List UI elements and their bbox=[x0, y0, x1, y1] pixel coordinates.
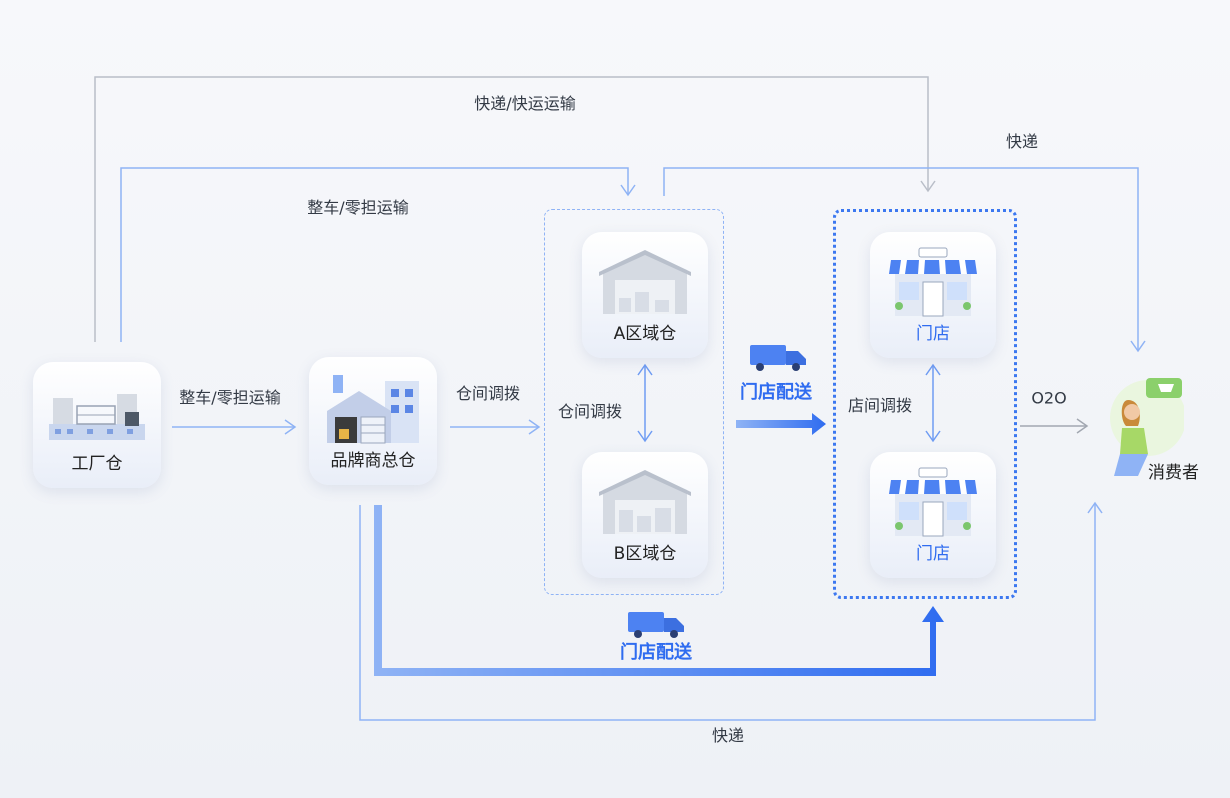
transfer-out-label: 仓间调拨 bbox=[455, 384, 521, 403]
store-icon bbox=[889, 247, 977, 317]
ftl-ltl-upper-arrowhead bbox=[620, 184, 636, 197]
express-freight-arrowhead bbox=[920, 180, 936, 193]
store-top-label: 门店 bbox=[916, 324, 950, 344]
brand-hq-node[interactable]: 品牌商总仓 bbox=[309, 357, 437, 485]
o2o-arrowhead bbox=[1076, 418, 1089, 434]
store-top-node[interactable]: 门店 bbox=[870, 232, 996, 358]
consumer-node[interactable]: 消费者 bbox=[1108, 370, 1218, 483]
region-a-node[interactable]: A区域仓 bbox=[582, 232, 708, 358]
express-right-label: 快递 bbox=[1005, 132, 1039, 151]
express-right-route bbox=[663, 167, 1139, 350]
factory-icon bbox=[49, 394, 145, 440]
brand-hq-label: 品牌商总仓 bbox=[330, 451, 416, 471]
region-transfer-arrowhead-down bbox=[637, 430, 653, 443]
ftl-ltl-upper-label: 整车/零担运输 bbox=[307, 198, 409, 217]
warehouse-icon bbox=[599, 470, 691, 534]
o2o-label: O2O bbox=[1031, 388, 1067, 408]
truck-icon bbox=[750, 345, 806, 371]
store-bottom-node[interactable]: 门店 bbox=[870, 452, 996, 578]
store-transfer-label: 店间调拨 bbox=[847, 396, 913, 415]
store-delivery-mid-arrow bbox=[736, 413, 826, 435]
store-group bbox=[833, 209, 1017, 599]
express-right-arrowhead bbox=[1130, 340, 1146, 353]
express-freight-route bbox=[94, 76, 929, 342]
ftl-ltl-mid-arrowhead bbox=[284, 419, 297, 435]
region-b-node[interactable]: B区域仓 bbox=[582, 452, 708, 578]
express-bottom-arrowhead bbox=[1087, 501, 1103, 514]
store-delivery-mid-label: 门店配送 bbox=[740, 382, 812, 403]
warehouse-building-icon bbox=[327, 375, 419, 444]
ftl-ltl-upper-route bbox=[120, 167, 629, 342]
factory-node[interactable]: 工厂仓 bbox=[33, 362, 161, 488]
consumer-avatar-icon bbox=[1110, 378, 1184, 476]
express-bottom-route bbox=[359, 504, 1096, 721]
region-b-label: B区域仓 bbox=[613, 544, 677, 564]
store-icon bbox=[889, 467, 977, 537]
ftl-ltl-mid-label: 整车/零担运输 bbox=[179, 388, 281, 407]
region-transfer-label: 仓间调拨 bbox=[557, 402, 623, 421]
store-bottom-label: 门店 bbox=[916, 544, 950, 564]
store-transfer-arrowhead-down bbox=[925, 430, 941, 443]
truck-icon bbox=[628, 612, 684, 638]
store-delivery-bottom-label: 门店配送 bbox=[620, 642, 692, 663]
region-a-label: A区域仓 bbox=[613, 324, 677, 344]
transfer-out-arrowhead bbox=[528, 419, 541, 435]
warehouse-icon bbox=[599, 250, 691, 314]
consumer-label: 消费者 bbox=[1148, 463, 1199, 483]
express-freight-label: 快递/快运运输 bbox=[474, 94, 576, 113]
region-transfer-arrowhead-up bbox=[637, 363, 653, 376]
regional-warehouse-group bbox=[544, 209, 724, 595]
express-bottom-label: 快递 bbox=[711, 726, 745, 745]
store-transfer-arrowhead-up bbox=[925, 363, 941, 376]
factory-label: 工厂仓 bbox=[71, 454, 123, 474]
